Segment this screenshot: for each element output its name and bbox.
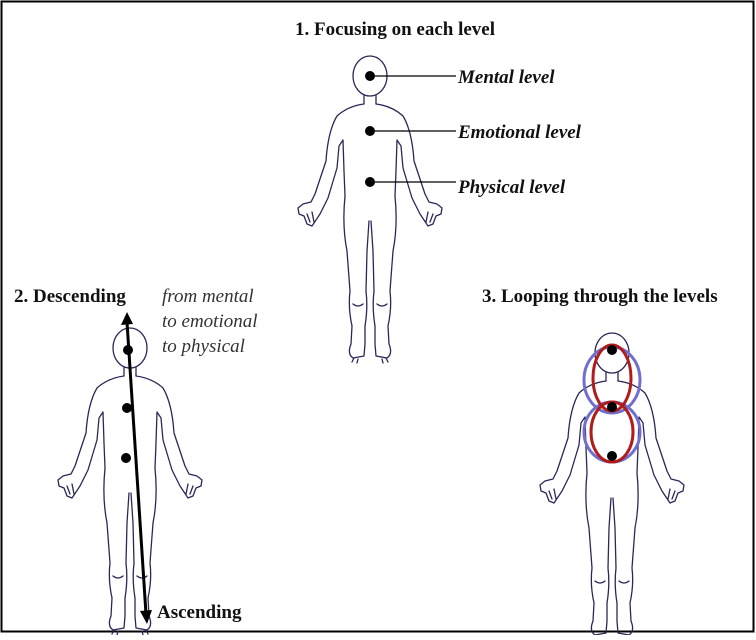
panel3-title: 3. Looping through the levels — [482, 286, 718, 307]
panel2-note-line-3: to physical — [162, 336, 245, 357]
panel2-note-line-1: from mental — [162, 286, 254, 307]
panel2-note-line-2: to emotional — [162, 311, 258, 332]
emotional-level-dot-3 — [607, 402, 617, 412]
panel2-title: 2. Descending — [14, 286, 126, 307]
arrow-up-icon — [121, 312, 133, 325]
panel1-title: 1. Focusing on each level — [295, 19, 495, 40]
descend-ascend-arrow-line — [127, 322, 146, 614]
diagram-frame — [2, 2, 754, 632]
emotional-level-dot — [365, 126, 375, 136]
figure-3-human-body-icon — [540, 333, 684, 635]
emotional-level-label: Emotional level — [457, 122, 582, 143]
emotional-level-dot-2 — [122, 403, 132, 413]
physical-level-dot-3 — [607, 451, 617, 461]
mental-level-dot — [365, 71, 375, 81]
mental-level-label: Mental level — [457, 67, 555, 88]
mental-level-dot-3 — [607, 345, 617, 355]
figure-1-human-body-icon — [298, 56, 442, 363]
panel-looping: 3. Looping through the levels — [482, 286, 718, 635]
panel-descending: 2. Descending from mental to emotional t… — [14, 286, 258, 635]
physical-level-dot — [365, 177, 375, 187]
panel-focusing: 1. Focusing on each level Mental level E… — [295, 19, 582, 363]
ascending-label: Ascending — [157, 602, 242, 623]
physical-level-dot-2 — [121, 453, 131, 463]
physical-level-label: Physical level — [457, 177, 566, 198]
